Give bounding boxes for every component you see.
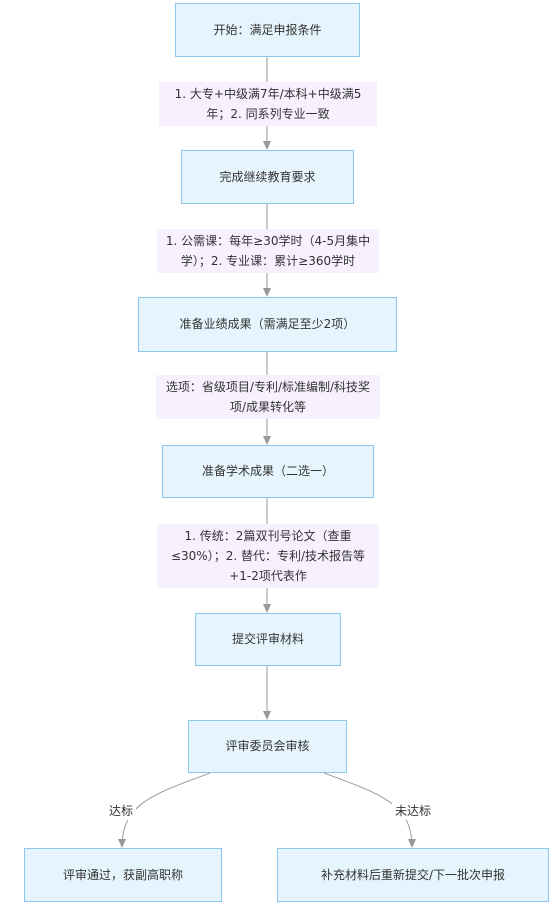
edge-label-options: 选项：省级项目/专利/标准编制/科技奖项/成果转化等 [156, 375, 380, 419]
edge-review-pass [118, 772, 211, 848]
branch-label-pass: 达标 [106, 802, 137, 820]
node-start: 开始：满足申报条件 [175, 3, 360, 57]
node-fail-label: 补充材料后重新提交/下一批次申报 [320, 867, 506, 882]
edge-label-academic: 1. 传统：2篇双刊号论文（查重≤30%）；2. 替代：专利/技术报告等+1-2… [157, 524, 379, 588]
node-review-label: 评审委员会审核 [225, 739, 310, 754]
edge-review-fail [323, 772, 416, 848]
node-submit-label: 提交评审材料 [231, 632, 304, 647]
edge-label-conditions: 1. 大专+中级满7年/本科+中级满5年；2. 同系列专业一致 [159, 82, 377, 126]
node-review: 评审委员会审核 [188, 720, 347, 773]
node-academic: 准备学术成果（二选一） [162, 445, 374, 498]
node-achievements: 准备业绩成果（需满足至少2项） [138, 297, 397, 352]
node-submit: 提交评审材料 [195, 613, 341, 666]
node-start-label: 开始：满足申报条件 [213, 22, 322, 37]
edge-label-education: 1. 公需课：每年≥30学时（4-5月集中学）；2. 专业课：累计≥360学时 [157, 229, 379, 273]
node-education: 完成继续教育要求 [181, 150, 354, 204]
node-pass: 评审通过，获副高职称 [24, 848, 222, 902]
branch-label-fail: 未达标 [392, 802, 435, 820]
node-fail: 补充材料后重新提交/下一批次申报 [277, 848, 549, 902]
node-pass-label: 评审通过，获副高职称 [62, 867, 183, 882]
node-education-label: 完成继续教育要求 [219, 169, 316, 184]
node-academic-label: 准备学术成果（二选一） [201, 464, 334, 479]
node-achievements-label: 准备业绩成果（需满足至少2项） [179, 317, 356, 332]
